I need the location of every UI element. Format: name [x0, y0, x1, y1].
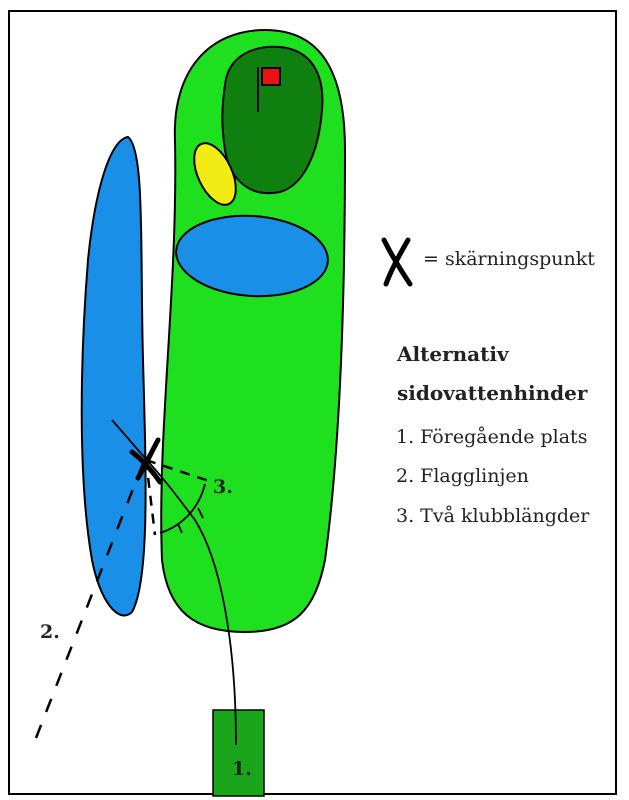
legend-title-line1: Alternativ	[397, 342, 509, 366]
legend-item-flag-line: 2. Flagglinjen	[396, 465, 529, 487]
lateral-water-hazard	[82, 137, 146, 615]
legend-title-line2: sidovattenhinder	[397, 381, 587, 405]
tee-box	[213, 710, 264, 796]
marker-tee-label: 1.	[232, 758, 252, 780]
marker-club-lengths-label: 3.	[213, 476, 233, 498]
legend-item-two-club-lengths: 3. Två klubblängder	[396, 505, 589, 527]
flag-icon	[262, 68, 280, 85]
legend-intersection-text: = skärningspunkt	[423, 248, 595, 270]
marker-flag-line-label: 2.	[40, 621, 60, 643]
legend-item-previous-spot: 1. Föregående plats	[396, 426, 587, 448]
legend-x-icon	[378, 236, 418, 288]
